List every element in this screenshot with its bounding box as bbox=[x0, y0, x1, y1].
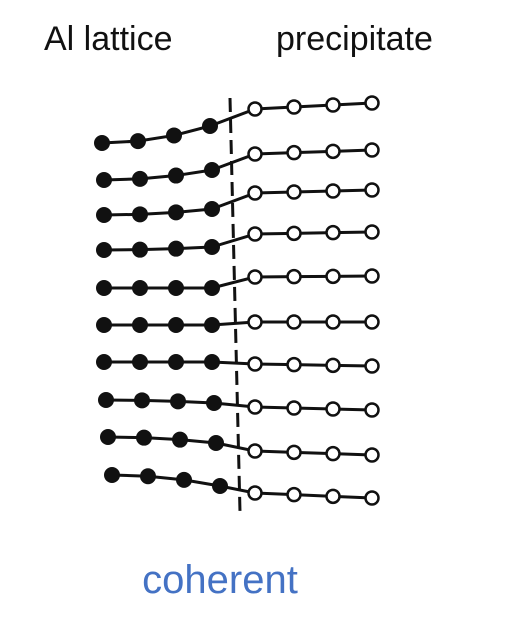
coherent-interface-diagram bbox=[94, 95, 380, 513]
precipitate-atom bbox=[286, 314, 302, 330]
al-atom bbox=[204, 162, 220, 178]
precipitate-atom bbox=[247, 226, 263, 242]
precipitate-atom bbox=[325, 143, 341, 160]
al-atom bbox=[136, 429, 152, 446]
al-atom bbox=[176, 471, 192, 488]
al-atom bbox=[204, 201, 220, 217]
lattice-row bbox=[100, 429, 380, 463]
al-atom bbox=[204, 354, 220, 370]
al-atom bbox=[132, 170, 148, 187]
precipitate-atom bbox=[325, 268, 341, 285]
al-atom bbox=[168, 317, 184, 333]
lattice-rows bbox=[94, 95, 380, 506]
al-atom bbox=[202, 118, 218, 134]
al-atom bbox=[96, 317, 112, 333]
al-lattice-label: Al lattice bbox=[44, 20, 173, 58]
precipitate-atom bbox=[286, 400, 302, 416]
precipitate-atom bbox=[247, 269, 263, 285]
precipitate-atom bbox=[325, 445, 341, 462]
al-atom bbox=[168, 240, 184, 257]
precipitate-atom bbox=[364, 268, 380, 284]
al-atom bbox=[96, 354, 112, 370]
precipitate-atom bbox=[247, 101, 263, 117]
precipitate-atom bbox=[286, 444, 302, 461]
precipitate-atom bbox=[325, 183, 341, 199]
al-atom bbox=[134, 392, 150, 409]
lattice-row bbox=[98, 392, 380, 418]
precipitate-atom bbox=[364, 358, 380, 374]
precipitate-atom bbox=[364, 314, 380, 330]
al-atom bbox=[212, 478, 228, 494]
al-atom bbox=[204, 280, 220, 296]
al-atom bbox=[104, 467, 120, 483]
precipitate-label: precipitate bbox=[276, 20, 433, 58]
lattice-row bbox=[96, 142, 380, 188]
precipitate-atom bbox=[247, 356, 263, 372]
precipitate-atom bbox=[247, 146, 263, 162]
al-atom bbox=[96, 242, 112, 258]
al-atom bbox=[132, 241, 148, 258]
al-atom bbox=[132, 280, 148, 296]
lattice-row bbox=[96, 182, 380, 223]
precipitate-atom bbox=[286, 184, 302, 200]
al-atom bbox=[170, 393, 186, 410]
precipitate-atom bbox=[325, 401, 341, 417]
al-atom bbox=[132, 354, 148, 370]
precipitate-atom bbox=[286, 99, 302, 115]
precipitate-atom bbox=[247, 485, 263, 501]
precipitate-atom bbox=[364, 490, 380, 506]
al-atom bbox=[206, 395, 222, 411]
precipitate-atom bbox=[364, 142, 380, 158]
al-atom bbox=[168, 280, 184, 296]
al-atom bbox=[208, 435, 224, 451]
precipitate-atom bbox=[364, 402, 380, 418]
al-atom bbox=[100, 429, 116, 445]
al-atom bbox=[96, 172, 112, 188]
precipitate-atom bbox=[364, 447, 380, 463]
lattice-row bbox=[104, 467, 380, 506]
lattice-row bbox=[96, 268, 380, 296]
precipitate-atom bbox=[286, 225, 302, 242]
al-atom bbox=[168, 204, 184, 221]
precipitate-atom bbox=[364, 224, 380, 240]
precipitate-atom bbox=[364, 182, 380, 198]
precipitate-atom bbox=[286, 144, 302, 161]
precipitate-atom bbox=[247, 443, 263, 459]
al-atom bbox=[132, 317, 148, 333]
bond bbox=[208, 107, 257, 128]
al-atom bbox=[168, 167, 184, 184]
precipitate-atom bbox=[325, 488, 341, 505]
interface-line bbox=[228, 97, 242, 513]
al-atom bbox=[204, 239, 220, 255]
al-atom bbox=[132, 206, 148, 223]
al-atom bbox=[166, 127, 182, 144]
al-atom bbox=[204, 317, 220, 333]
lattice-row bbox=[96, 314, 380, 333]
al-atom bbox=[130, 133, 146, 150]
precipitate-atom bbox=[325, 357, 341, 374]
lattice-row bbox=[94, 95, 380, 151]
al-atom bbox=[96, 280, 112, 296]
al-atom bbox=[168, 354, 184, 370]
lattice-row bbox=[96, 224, 380, 258]
precipitate-atom bbox=[247, 314, 263, 330]
precipitate-atom bbox=[325, 224, 341, 241]
interface-dashed-line bbox=[228, 97, 242, 513]
precipitate-atom bbox=[325, 314, 341, 330]
precipitate-atom bbox=[286, 268, 302, 285]
al-atom bbox=[94, 135, 110, 151]
precipitate-atom bbox=[247, 399, 263, 415]
al-atom bbox=[98, 392, 114, 408]
al-atom bbox=[172, 431, 188, 448]
precipitate-atom bbox=[325, 97, 341, 113]
precipitate-atom bbox=[247, 185, 263, 201]
lattice-row bbox=[96, 354, 380, 374]
precipitate-atom bbox=[286, 356, 302, 373]
precipitate-atom bbox=[286, 486, 302, 503]
precipitate-atom bbox=[364, 95, 380, 111]
caption-coherent: coherent bbox=[142, 558, 298, 602]
al-atom bbox=[96, 207, 112, 223]
al-atom bbox=[140, 468, 156, 485]
